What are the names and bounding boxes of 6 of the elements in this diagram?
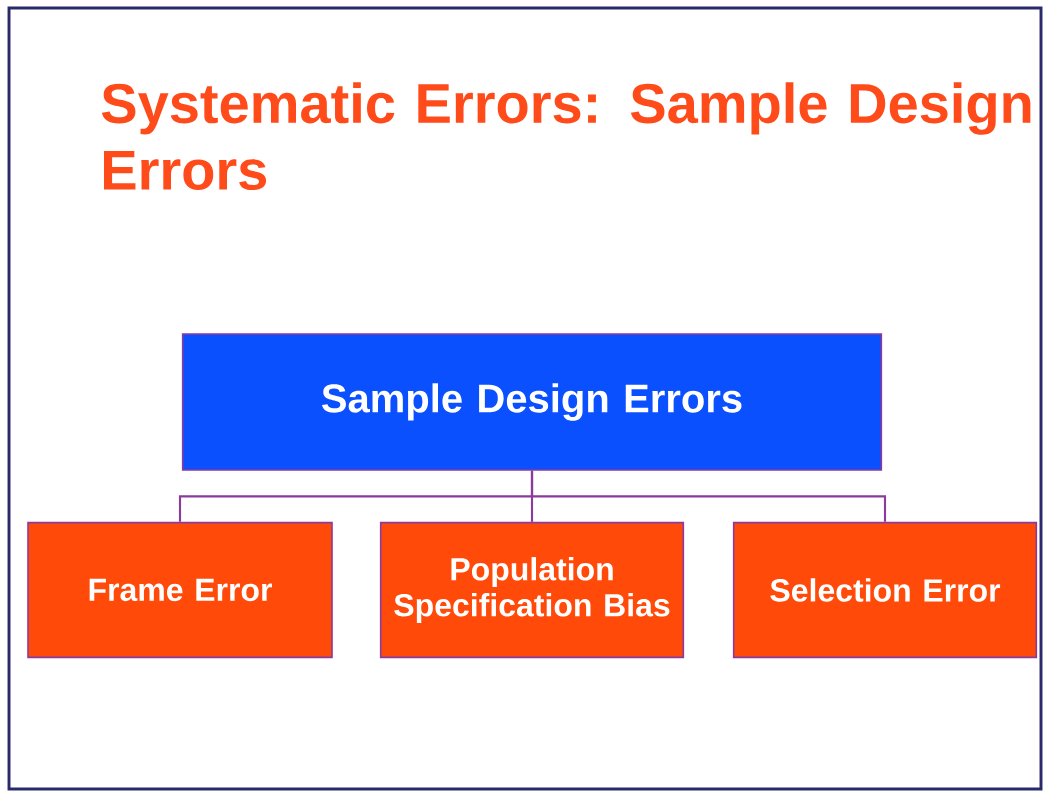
title: Systematic Errors: Sample Design Errors	[101, 82, 1031, 191]
connector	[530, 470, 887, 522]
box: Population Specification Bias	[379, 521, 685, 659]
box: Selection Error	[732, 521, 1038, 659]
box: Frame Error	[27, 521, 333, 659]
box: Sample Design Errors	[181, 333, 883, 471]
